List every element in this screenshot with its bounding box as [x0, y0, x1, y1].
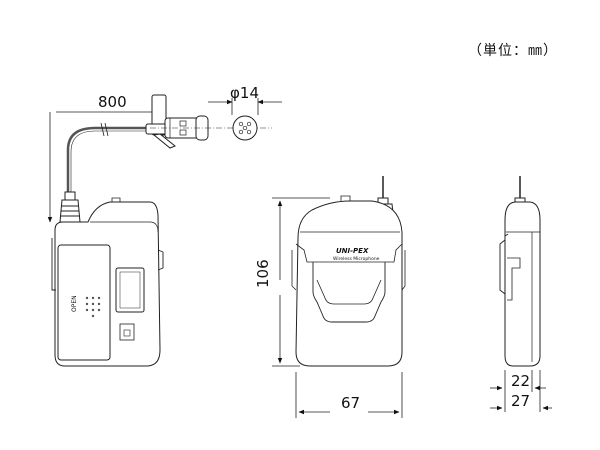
mic-cable — [66, 126, 150, 192]
dim-depth-body-label: 22 — [511, 372, 530, 390]
dim-mic-diameter-label: φ14 — [230, 84, 259, 102]
cable-break-mark — [100, 122, 109, 137]
brand-logo: UNI-PEX — [336, 247, 369, 255]
belt-clip-side — [499, 239, 506, 295]
depth-dims — [490, 370, 552, 412]
dim-cable-label: 800 — [98, 93, 127, 111]
front-view — [291, 176, 406, 367]
dim-height-label: 106 — [254, 259, 272, 288]
transmitter-body-front — [295, 200, 403, 367]
left-perspective-view — [47, 100, 166, 367]
dim-depth-total-label: 27 — [511, 392, 530, 410]
switch-slot — [119, 323, 135, 341]
width-dim — [295, 372, 403, 418]
antenna-connector-left — [59, 191, 81, 223]
mic-diameter-dim — [208, 98, 282, 115]
belt-clip — [295, 243, 403, 263]
unit-note: （単位：㎜） — [468, 43, 558, 59]
brand-subtitle: Wireless Microphone — [333, 256, 380, 262]
display-window — [115, 267, 145, 313]
open-label: OPEN — [71, 295, 78, 312]
battery-door — [57, 244, 111, 361]
mic-end-view — [232, 115, 258, 141]
lavalier-microphone — [145, 94, 209, 149]
side-view — [499, 176, 541, 367]
transmitter-body-side — [504, 201, 541, 367]
dim-width-label: 67 — [341, 394, 360, 412]
height-dim — [272, 197, 330, 367]
vent-holes — [85, 296, 101, 318]
